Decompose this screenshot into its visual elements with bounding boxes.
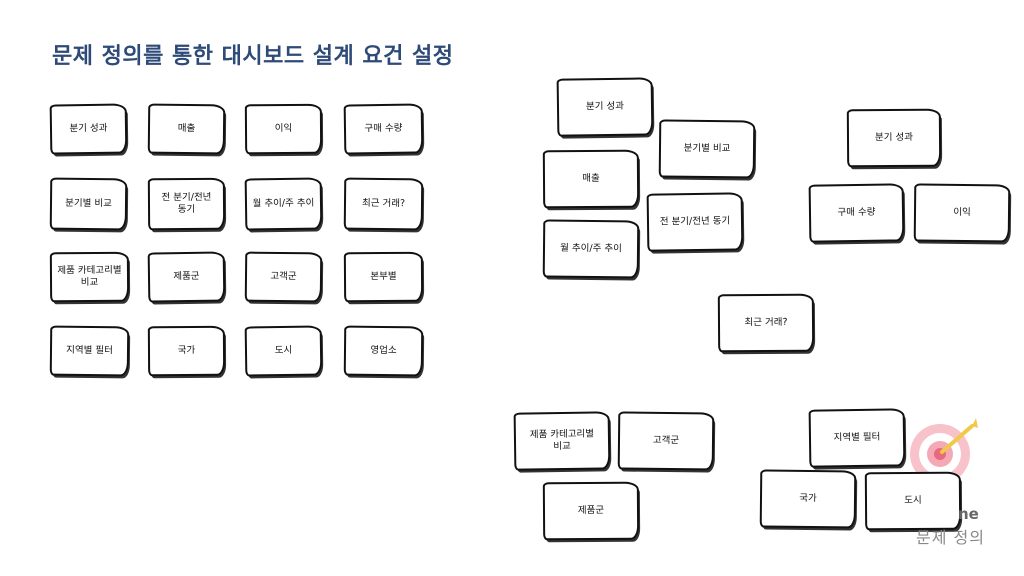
card-purchase-quantity[interactable]: 구매 수량: [343, 103, 424, 155]
card-label: 매출: [177, 122, 196, 135]
card-label: 고객군: [652, 434, 680, 447]
cluster-card-monthly-weekly-trend[interactable]: 월 추이/주 추이: [542, 219, 640, 279]
brand-partial-text: ne: [958, 505, 979, 523]
card-label: 월 추이/주 추이: [560, 242, 622, 255]
cluster-card-purchase-quantity[interactable]: 구매 수량: [808, 183, 905, 243]
card-division[interactable]: 본부별: [343, 251, 424, 303]
card-label: 구매 수량: [837, 206, 876, 219]
cluster-card-quarter-performance-b[interactable]: 분기 성과: [846, 108, 942, 168]
card-label-line1: 제품 카테고리별: [57, 264, 122, 277]
card-product-group[interactable]: 제품군: [147, 251, 226, 303]
card-label: 국가: [799, 492, 817, 505]
cluster-card-profit[interactable]: 이익: [913, 183, 1011, 243]
card-label: 제품군: [173, 270, 200, 283]
card-label: 구매 수량: [364, 122, 403, 135]
card-label: 고객군: [270, 270, 297, 283]
cluster-card-previous-period[interactable]: 전 분기/전년 동기: [646, 192, 744, 252]
card-monthly-weekly-trend[interactable]: 월 추이/주 추이: [244, 177, 323, 231]
card-label-line2: 비교: [80, 276, 99, 289]
card-label: 분기 성과: [69, 122, 108, 135]
card-label: 영업소: [370, 344, 397, 357]
card-label: 국가: [177, 345, 196, 357]
card-label-line1: 제품 카테고리별: [529, 428, 595, 441]
card-label: 본부별: [370, 270, 397, 283]
card-quarter-performance[interactable]: 분기 성과: [49, 103, 128, 155]
card-sales[interactable]: 매출: [147, 103, 226, 155]
section-label: 문제 정의: [916, 528, 985, 547]
cluster-card-city[interactable]: 도시: [864, 471, 962, 531]
card-sales-office[interactable]: 영업소: [343, 325, 424, 377]
cluster-card-recent-deals[interactable]: 최근 거래?: [717, 293, 815, 353]
card-label: 제품군: [577, 504, 605, 517]
card-label: 최근 거래?: [361, 197, 406, 210]
card-profit[interactable]: 이익: [244, 103, 323, 155]
card-region-filter[interactable]: 지역별 필터: [49, 325, 130, 377]
card-label: 분기별 비교: [683, 142, 731, 155]
card-quarterly-comparison[interactable]: 분기별 비교: [49, 177, 128, 231]
page-title: 문제 정의를 통한 대시보드 설계 요건 설정: [52, 44, 454, 69]
card-label: 지역별 필터: [833, 431, 881, 444]
card-label: 최근 거래?: [744, 316, 788, 329]
cluster-card-quarterly-comparison[interactable]: 분기별 비교: [658, 119, 756, 179]
target-icon: [910, 418, 978, 484]
card-label: 분기 성과: [585, 100, 625, 113]
card-label: 이익: [274, 123, 293, 135]
card-label: 도시: [274, 344, 293, 357]
cluster-card-quarter-performance[interactable]: 분기 성과: [556, 77, 654, 137]
cluster-card-product-group[interactable]: 제품군: [542, 481, 640, 541]
card-label: 지역별 필터: [66, 344, 113, 357]
cluster-card-country[interactable]: 국가: [759, 469, 857, 529]
cluster-card-customer-group[interactable]: 고객군: [617, 411, 715, 471]
card-label: 전 분기/전년 동기: [659, 215, 731, 228]
card-recent-deals[interactable]: 최근 거래?: [343, 177, 424, 231]
card-label-line1: 전 분기/전년: [161, 191, 212, 204]
card-label: 매출: [582, 173, 600, 185]
card-label: 월 추이/주 추이: [252, 197, 315, 210]
card-label-line2: 비교: [553, 440, 571, 453]
card-label-line2: 동기: [177, 203, 196, 216]
card-customer-group[interactable]: 고객군: [244, 251, 323, 303]
card-city[interactable]: 도시: [244, 325, 323, 377]
card-label: 분기 성과: [874, 131, 914, 144]
cluster-card-region-filter[interactable]: 지역별 필터: [808, 408, 906, 468]
card-label: 분기별 비교: [65, 197, 112, 210]
card-label: 도시: [904, 495, 922, 507]
cluster-card-sales[interactable]: 매출: [542, 149, 640, 209]
card-label: 이익: [953, 206, 971, 219]
card-country[interactable]: 국가: [147, 325, 226, 377]
